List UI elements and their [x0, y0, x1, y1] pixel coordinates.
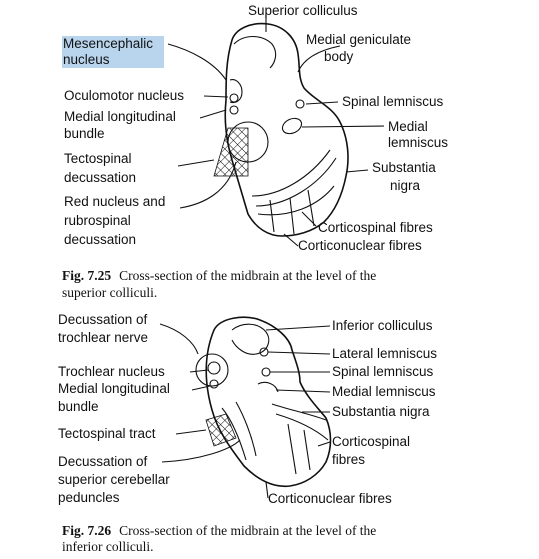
label-tectospinal-1: Tectospinal	[64, 151, 132, 166]
label-substantia-nigra-726: Substantia nigra	[332, 404, 430, 419]
label-corticonuclear-725: Corticonuclear fibres	[298, 238, 422, 253]
label-mlf-726-2: bundle	[58, 399, 99, 414]
label-red-nucleus-2: rubrospinal	[64, 213, 131, 228]
label-red-nucleus-3: decussation	[64, 232, 136, 247]
fig725-tectospinal-hatch	[214, 128, 248, 176]
label-mlf-725-1: Medial longitudinal	[64, 109, 176, 124]
label-mlf-726-1: Medial longitudinal	[58, 381, 170, 396]
label-oculomotor-nucleus: Oculomotor nucleus	[64, 88, 184, 103]
label-medial-geniculate-2: body	[324, 49, 354, 64]
label-decussation-scp-1: Decussation of	[58, 454, 148, 469]
caption-726-text: Cross-section of the midbrain at the lev…	[119, 523, 376, 538]
label-substantia-nigra-725-1: Substantia	[372, 160, 436, 175]
label-spinal-lemniscus-725: Spinal lemniscus	[342, 94, 444, 109]
caption-725-line1: Fig. 7.25 Cross-section of the midbrain a…	[62, 268, 376, 283]
fig725-aqueduct	[230, 80, 242, 103]
fig725-oculomotor-nucleus	[230, 94, 238, 102]
label-medial-geniculate-1: Medial geniculate	[306, 32, 411, 47]
label-spinal-lemniscus-726: Spinal lemniscus	[332, 364, 434, 379]
label-substantia-nigra-725-2: nigra	[390, 178, 421, 193]
fig725-colliculus	[234, 37, 276, 69]
label-decussation-trochlear-2: trochlear nerve	[58, 330, 148, 345]
label-mlf-725-2: bundle	[64, 126, 105, 141]
fig725-mlf-circle	[230, 106, 238, 114]
label-tectospinal-2: decussation	[64, 170, 136, 185]
fig726-crus-fibres	[288, 424, 310, 474]
label-medial-lemniscus-726: Medial lemniscus	[332, 384, 436, 399]
caption-726-line2: inferior colliculi.	[62, 539, 153, 554]
label-decussation-scp-3: peduncles	[58, 490, 120, 505]
fig726-leaders	[160, 324, 330, 498]
caption-725-number: Fig. 7.25	[62, 268, 111, 283]
label-lateral-lemniscus: Lateral lemniscus	[332, 346, 437, 361]
label-mesencephalic-1: Mesencephalic	[63, 36, 153, 51]
fig725-substantia-nigra	[252, 150, 336, 206]
label-corticospinal-726-1: Corticospinal	[332, 434, 410, 449]
label-medial-lemniscus-725-1: Medial	[388, 119, 428, 134]
fig726-tectospinal-hatch	[206, 414, 236, 446]
label-red-nucleus-1: Red nucleus and	[64, 194, 165, 209]
fig726-colliculus	[232, 324, 269, 354]
label-medial-lemniscus-725-2: lemniscus	[388, 135, 448, 150]
caption-726-number: Fig. 7.26	[62, 523, 111, 538]
label-decussation-scp-2: superior cerebellar	[58, 472, 170, 487]
fig726-trochlear-nucleus	[208, 362, 220, 374]
fig726-spinal-lemniscus-dot	[262, 368, 270, 376]
caption-726-line1: Fig. 7.26 Cross-section of the midbrain a…	[62, 523, 376, 538]
fig726-medial-lemniscus	[258, 382, 278, 392]
fig725-medial-lemniscus-oval	[280, 115, 304, 136]
label-corticospinal-726-2: fibres	[332, 452, 365, 467]
fig726-trochlear-ring	[196, 354, 228, 386]
caption-725-text: Cross-section of the midbrain at the lev…	[119, 268, 376, 283]
label-superior-colliculus: Superior colliculus	[248, 3, 358, 18]
label-corticonuclear-726: Corticonuclear fibres	[268, 491, 392, 506]
label-mesencephalic-2: nucleus	[63, 52, 110, 67]
fig726-mlf-circle	[210, 380, 218, 388]
caption-725-line2: superior colliculi.	[62, 285, 157, 300]
label-inferior-colliculus: Inferior colliculus	[332, 318, 433, 333]
fig726-drawing	[196, 317, 331, 486]
label-trochlear-nucleus: Trochlear nucleus	[58, 364, 165, 379]
label-decussation-trochlear-1: Decussation of	[58, 312, 148, 327]
label-tectospinal-tract: Tectospinal tract	[58, 426, 156, 441]
fig725-spinal-lemniscus-dot	[296, 100, 304, 108]
label-corticospinal-725: Corticospinal fibres	[318, 220, 433, 235]
